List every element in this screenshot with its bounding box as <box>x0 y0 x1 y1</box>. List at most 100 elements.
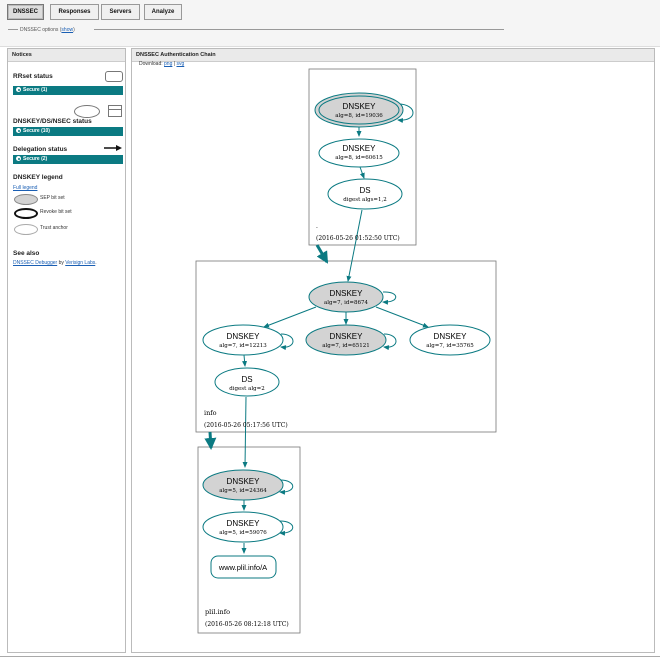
sep-legend-icon <box>14 194 38 205</box>
node-root-zsk-title: DNSKEY <box>343 144 377 153</box>
authentication-chain-title: DNSSEC Authentication Chain <box>132 49 654 62</box>
node-info-ds-title: DS <box>241 375 252 384</box>
node-info-k2-sub: alg=7, id=65121 <box>322 343 370 349</box>
dnssec-debugger-link[interactable]: DNSSEC Debugger <box>13 260 58 266</box>
node-info-ksk-sub: alg=7, id=8674 <box>324 300 369 306</box>
zone-root-name: . <box>316 223 318 230</box>
node-plil-ksk-title: DNSKEY <box>227 477 261 486</box>
delegation-root-to-info-arrow <box>315 244 329 264</box>
download-separator: | <box>173 61 176 67</box>
show-options-link[interactable]: show <box>61 27 74 33</box>
node-root-ds-title: DS <box>359 186 370 195</box>
node-info-ksk[interactable]: DNSKEY alg=7, id=8674 <box>308 281 384 313</box>
delegation-info-to-plil-arrow <box>204 431 217 450</box>
node-plil-ksk-sub: alg=5, id=24364 <box>219 488 267 494</box>
node-plil-zsk-title: DNSKEY <box>227 519 261 528</box>
node-info-k3-title: DNSKEY <box>434 332 468 341</box>
rrset-status-badge: Secure (1) <box>13 86 123 95</box>
node-info-k2-title: DNSKEY <box>330 332 364 341</box>
tab-servers[interactable]: Servers <box>101 4 140 20</box>
node-info-k1[interactable]: DNSKEY alg=7, id=12213 <box>202 324 284 356</box>
rrset-status-badge-label: Secure (1) <box>23 87 48 93</box>
node-root-ds-sub: digest algs=1,2 <box>343 197 387 203</box>
full-legend-link[interactable]: Full legend <box>13 185 38 191</box>
secure-status-icon <box>16 128 21 133</box>
verisign-labs-link[interactable]: Verisign Labs <box>65 260 96 266</box>
zone-info-name: info <box>204 409 217 417</box>
self-loop-root-ksk <box>397 103 414 123</box>
options-divider-left <box>8 29 18 30</box>
node-root-ds[interactable]: DS digest algs=1,2 <box>327 178 403 210</box>
top-toolbar: DNSSEC Responses Servers Analyze DNSSEC … <box>0 0 660 47</box>
node-plil-zsk-sub: alg=5, id=59076 <box>219 530 267 536</box>
revoke-legend-icon <box>14 208 38 219</box>
download-svg-link[interactable]: svg <box>176 61 185 67</box>
node-root-ksk-sub: alg=8, id=19036 <box>335 113 383 119</box>
edge-root-ds-to-info-ksk <box>346 209 363 282</box>
dnssec-options: DNSSEC options (show) <box>20 27 75 33</box>
download-png-link[interactable]: png <box>164 61 173 67</box>
dnskey-status-badge: Secure (10) <box>13 127 123 136</box>
tab-dnssec[interactable]: DNSSEC <box>7 4 44 20</box>
notices-panel: Notices RRset status Secure (1) DNSKEY/D… <box>7 48 126 653</box>
node-info-ds-sub: digest alg=2 <box>229 386 265 392</box>
edge-info-ksk-to-k3 <box>375 306 429 328</box>
zone-root-time: (2016-05-26 01:52:50 UTC) <box>316 235 400 242</box>
secure-status-icon <box>16 87 21 92</box>
node-info-k3[interactable]: DNSKEY alg=7, id=35765 <box>409 324 491 356</box>
download-label: Download: <box>139 61 163 67</box>
see-also-end: . <box>95 260 97 266</box>
zone-plil-name: plil.info <box>205 608 230 616</box>
rrset-status-heading: RRset status <box>13 73 53 80</box>
legend-sep-label: SEP bit set <box>40 195 65 201</box>
node-info-k3-sub: alg=7, id=35765 <box>426 343 474 349</box>
legend-revoke-label: Revoke bit set <box>40 209 72 215</box>
zone-plil-time: (2016-05-26 08:12:18 UTC) <box>205 621 289 628</box>
delegation-status-heading: Delegation status <box>13 146 68 153</box>
secure-status-icon <box>16 156 21 161</box>
dnskey-legend-heading: DNSKEY legend <box>13 174 63 181</box>
edge-info-ds-to-plil-ksk <box>242 396 248 468</box>
delegation-arrow-icon <box>104 145 122 151</box>
self-loop-info-k1 <box>280 333 294 351</box>
nsec-shape-icon <box>108 105 122 117</box>
tab-analyze[interactable]: Analyze <box>144 4 182 20</box>
node-root-ksk[interactable]: DNSKEY alg=8, id=19036 <box>314 92 404 128</box>
node-info-ksk-title: DNSKEY <box>330 289 364 298</box>
options-divider-right <box>94 29 504 30</box>
node-info-k2[interactable]: DNSKEY alg=7, id=65121 <box>305 324 387 356</box>
self-loop-info-ksk <box>382 291 397 305</box>
node-plil-ksk[interactable]: DNSKEY alg=5, id=24364 <box>202 469 284 501</box>
tab-responses[interactable]: Responses <box>50 4 99 20</box>
dnssec-options-label: DNSSEC options <box>20 27 59 33</box>
self-loop-plil-ksk <box>279 479 294 495</box>
node-root-zsk[interactable]: DNSKEY alg=8, id=60615 <box>318 138 400 168</box>
node-info-k1-title: DNSKEY <box>227 332 261 341</box>
node-root-ksk-title: DNSKEY <box>343 102 377 111</box>
delegation-status-badge: Secure (2) <box>13 155 123 164</box>
notices-title: Notices <box>8 49 125 62</box>
node-rrset-www-plil-info[interactable]: www.plil.info/A <box>210 555 277 579</box>
node-info-ds[interactable]: DS digest alg=2 <box>214 367 280 397</box>
edge-root-zsk-to-ds <box>359 166 365 179</box>
download-links: Download: png | svg <box>139 61 184 67</box>
node-root-zsk-sub: alg=8, id=60615 <box>335 155 383 161</box>
dnskey-status-badge-label: Secure (10) <box>23 128 50 134</box>
dnskey-status-heading: DNSKEY/DS/NSEC status <box>13 118 92 125</box>
see-also-heading: See also <box>13 250 40 257</box>
see-also-by: by <box>58 260 64 266</box>
edge-info-ksk-to-k1 <box>263 306 317 328</box>
delegation-status-badge-label: Secure (2) <box>23 156 48 162</box>
zone-info-time: (2016-05-26 05:17:56 UTC) <box>204 422 288 429</box>
legend-trust-anchor-label: Trust anchor <box>40 225 68 231</box>
edge-info-k1-to-ds <box>242 354 248 367</box>
self-loop-info-k2 <box>383 333 397 351</box>
trust-anchor-legend-icon <box>14 224 38 235</box>
bottom-divider <box>0 656 660 657</box>
node-rrset-label: www.plil.info/A <box>218 563 267 572</box>
dnskey-shape-icon <box>74 105 100 118</box>
node-plil-zsk[interactable]: DNSKEY alg=5, id=59076 <box>202 511 284 543</box>
see-also-text: DNSSEC Debugger by Verisign Labs. <box>13 260 97 266</box>
node-info-k1-sub: alg=7, id=12213 <box>219 343 267 349</box>
